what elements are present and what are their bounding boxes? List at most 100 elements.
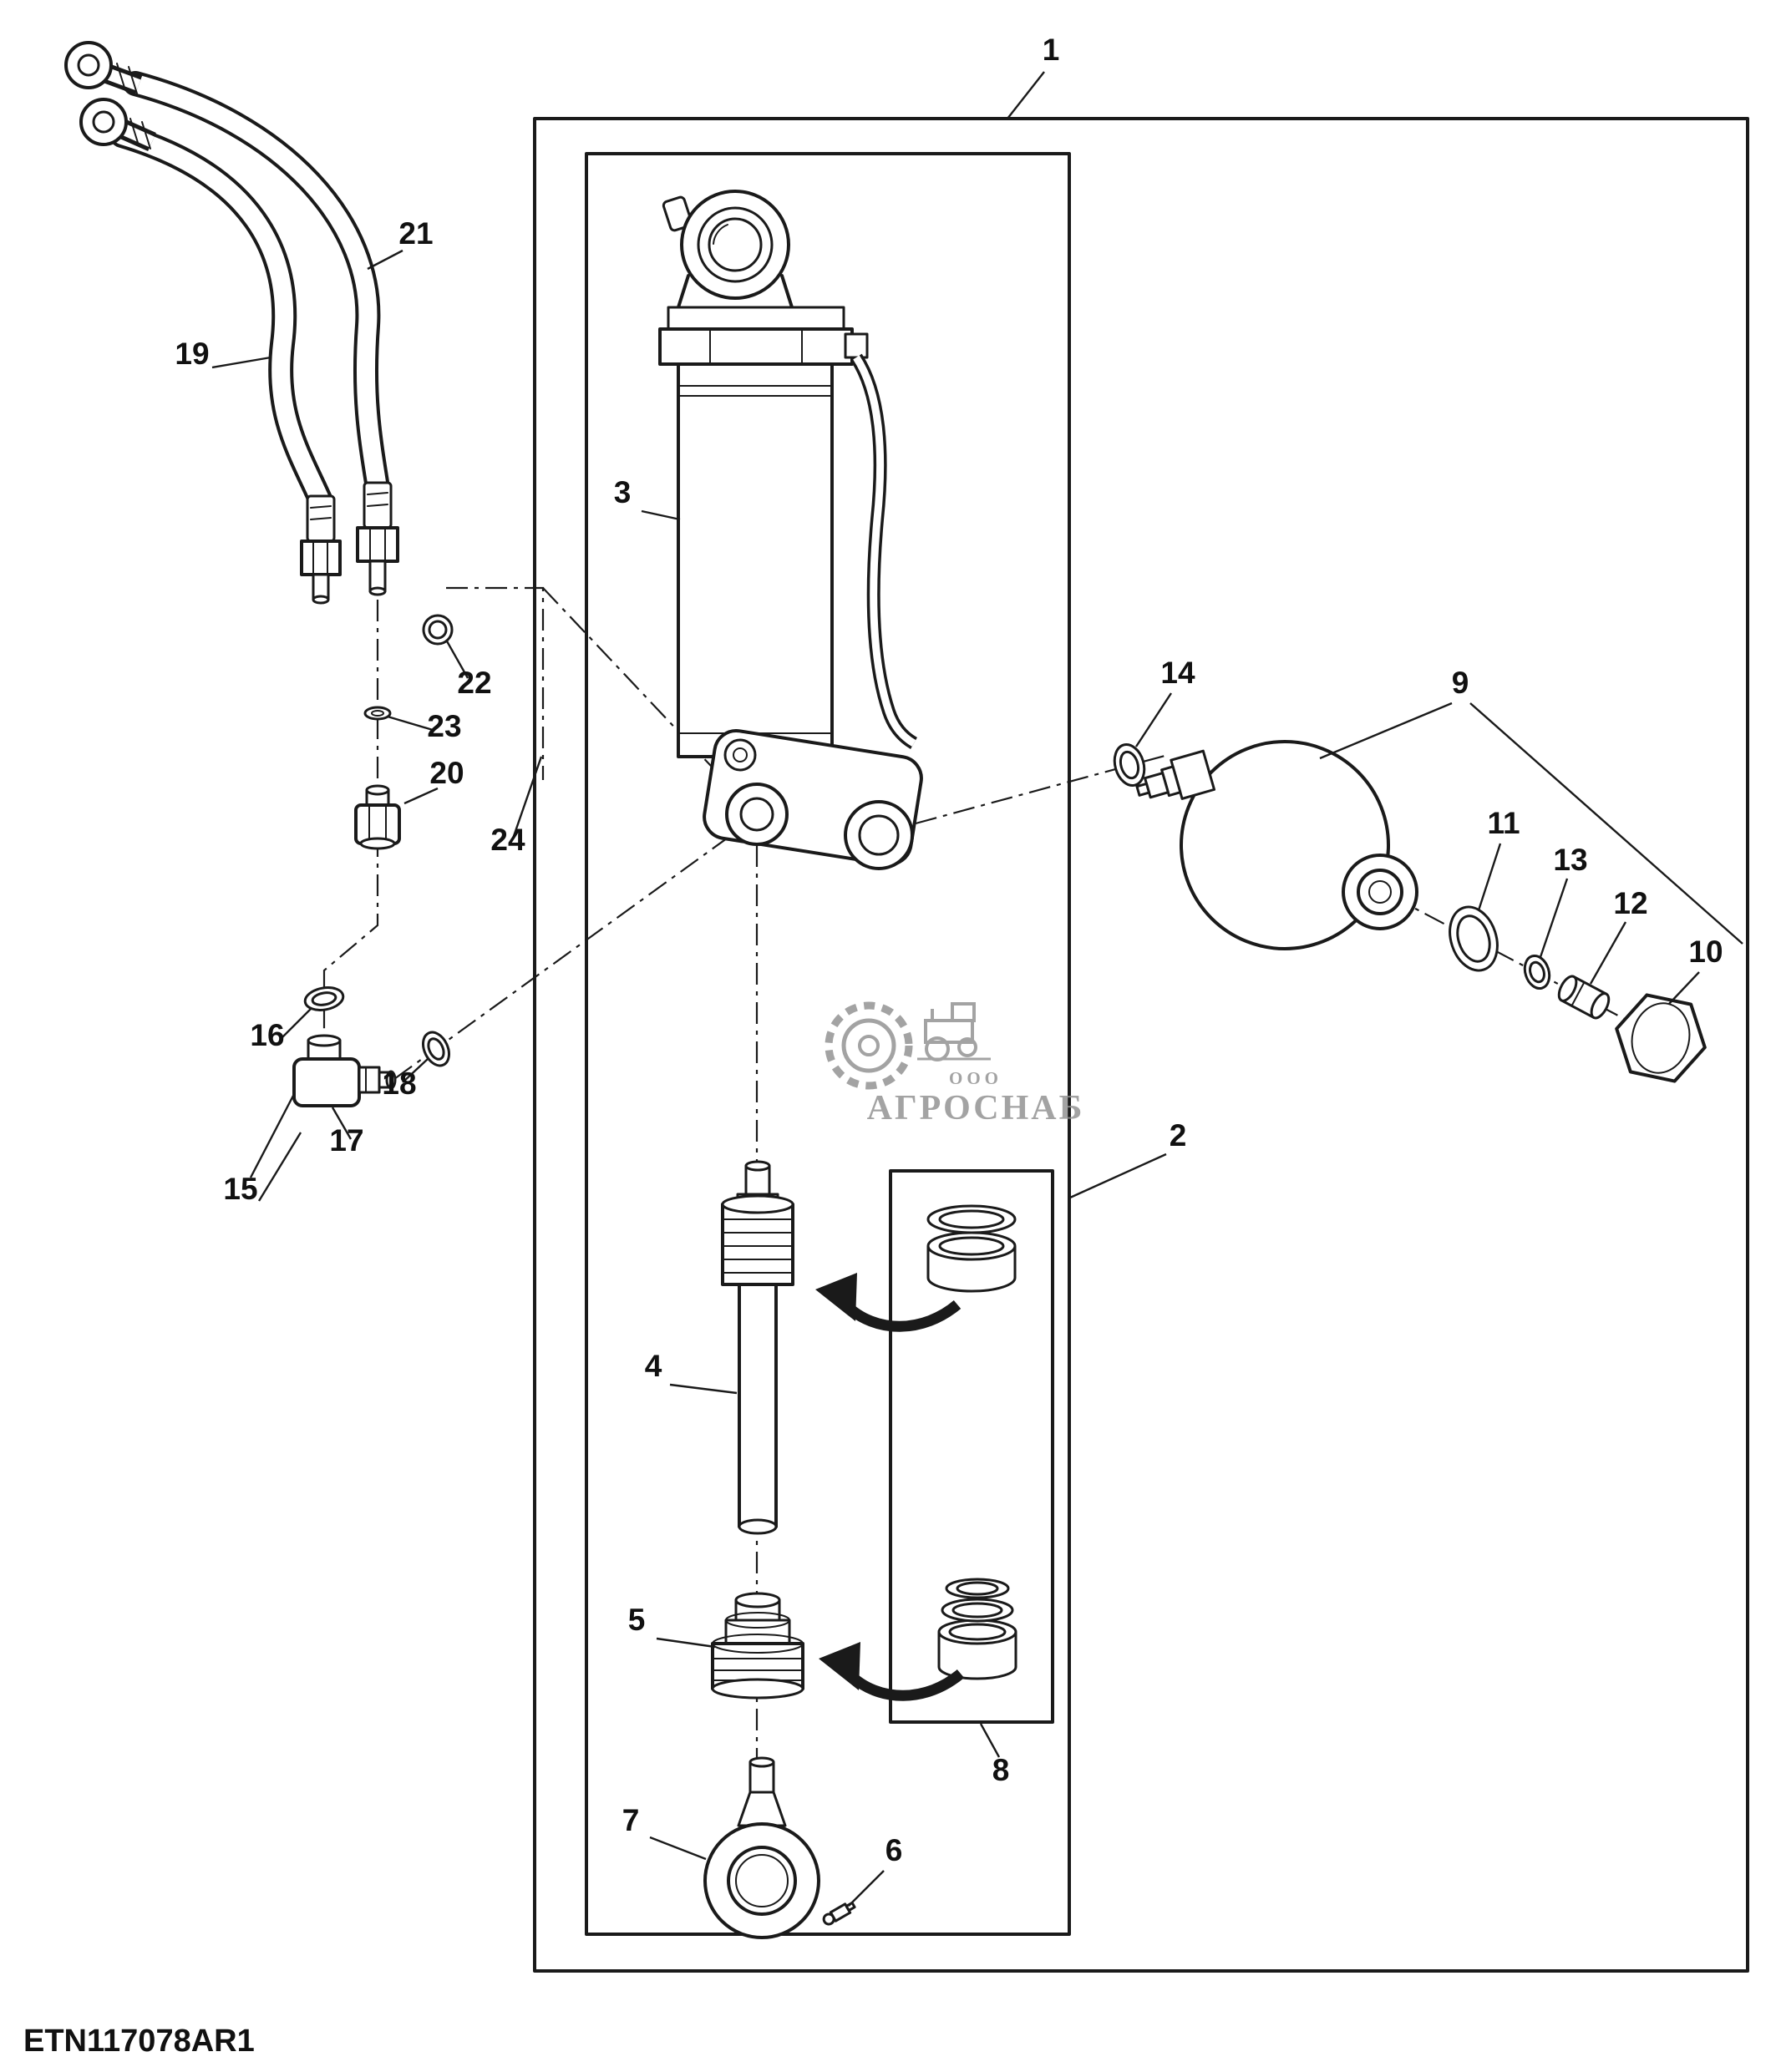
leader-19 — [211, 356, 271, 369]
leader-18 — [402, 1058, 429, 1083]
leader-9b — [1469, 702, 1743, 945]
part-12-fitting — [1557, 975, 1611, 1020]
hose-end-fitting-left — [300, 494, 342, 605]
seal-kit-upper-arrow — [815, 1273, 962, 1332]
part-23-washer — [363, 706, 392, 721]
part-19-21-hydraulic-hoses — [64, 41, 399, 605]
callout-22: 22 — [457, 666, 491, 700]
leader-7 — [649, 1836, 707, 1861]
piston — [721, 1203, 794, 1286]
leader-24 — [511, 756, 543, 839]
callout-5: 5 — [628, 1603, 646, 1637]
part-14-o-ring — [1113, 743, 1146, 787]
centerline-hose-fitting-axis — [322, 600, 379, 1039]
leader-15a — [249, 1093, 296, 1178]
part-18-o-ring — [422, 1031, 450, 1067]
hose-21-core — [126, 74, 387, 497]
watermark-tractor-icon — [917, 1002, 991, 1061]
watermark: ООО АГРОСНАБ — [825, 1001, 1085, 1127]
part-20-adapter-fitting — [354, 784, 401, 850]
accumulator-sphere — [1180, 740, 1390, 950]
part-5-gland — [711, 1592, 804, 1700]
watermark-org-name: АГРОСНАБ — [867, 1089, 1085, 1127]
part-16-o-ring — [303, 986, 345, 1011]
piston-grooves — [722, 1218, 794, 1274]
leader-14 — [1134, 692, 1173, 747]
callout-18: 18 — [382, 1066, 416, 1101]
accumulator-inlet-fitting — [1135, 749, 1216, 800]
centerline-adapter-to-cylinder — [542, 587, 739, 796]
callout-23: 23 — [427, 709, 461, 743]
drawing-code: ETN117078AR1 — [23, 2024, 255, 2059]
part-17-elbow-fitting — [292, 1034, 397, 1107]
leader-15b — [257, 1132, 302, 1202]
part-22-o-ring — [422, 614, 454, 646]
leader-22 — [444, 639, 469, 679]
callout-10: 10 — [1688, 935, 1723, 969]
callout-15: 15 — [223, 1172, 257, 1206]
callout-17: 17 — [329, 1123, 363, 1158]
part-6-grease-fitting — [822, 1901, 856, 1926]
port-b — [844, 800, 914, 870]
callout-19: 19 — [175, 337, 209, 371]
callout-4: 4 — [645, 1349, 662, 1383]
leader-11 — [1477, 843, 1502, 911]
accumulator-port-boss — [1342, 854, 1418, 930]
watermark-gear-icon — [825, 1001, 913, 1090]
part-10-hex-plug — [1615, 993, 1707, 1083]
callout-11: 11 — [1487, 806, 1520, 840]
callout-2: 2 — [1170, 1118, 1187, 1153]
leader-8 — [979, 1723, 1001, 1758]
hose-top-eye-fitting-upper — [64, 41, 143, 95]
part-3-hydraulic-cylinder — [658, 190, 923, 870]
part-7-rod-eye — [703, 1756, 820, 1939]
callout-16: 16 — [250, 1018, 284, 1052]
subassembly-box-2 — [585, 152, 1071, 1936]
leader-5 — [656, 1637, 716, 1649]
leader-lines — [211, 71, 1743, 1907]
seal-kit-box — [889, 1169, 1054, 1724]
watermark-org-prefix: ООО — [949, 1068, 1002, 1088]
leader-6 — [848, 1870, 885, 1907]
leader-13 — [1539, 878, 1569, 958]
callout-12: 12 — [1613, 886, 1647, 920]
leader-17 — [331, 1107, 353, 1140]
callout-14: 14 — [1160, 656, 1195, 690]
leader-16 — [282, 1008, 312, 1038]
leader-12 — [1589, 921, 1627, 985]
leader-10 — [1668, 971, 1700, 1005]
callout-13: 13 — [1553, 843, 1587, 877]
port-a — [725, 783, 789, 846]
callout-1: 1 — [1043, 33, 1060, 67]
leader-9a — [1319, 702, 1453, 760]
part-9-accumulator — [1135, 740, 1418, 950]
part-8-seal-kit — [815, 1169, 1054, 1724]
head-cap — [658, 327, 854, 366]
assembly-box-1 — [533, 117, 1749, 1973]
leader-23 — [387, 715, 434, 732]
head-cap-band — [667, 306, 845, 331]
centerline-elbow-to-port — [393, 824, 746, 1080]
leader-4 — [669, 1383, 738, 1395]
part-13-washer — [1523, 954, 1551, 990]
part-11-o-ring — [1449, 905, 1499, 972]
callout-8: 8 — [992, 1753, 1010, 1787]
callout-3: 3 — [614, 475, 632, 509]
leader-20 — [403, 787, 439, 805]
callout-6: 6 — [885, 1833, 903, 1867]
seal-kit-upper-stack — [926, 1204, 1017, 1293]
callout-labels: 1 2 3 4 5 6 7 8 9 10 11 12 13 14 15 16 1… — [175, 33, 1723, 1867]
callout-20: 20 — [429, 756, 464, 790]
cylinder-barrel — [677, 362, 834, 758]
rod-shaft — [738, 1283, 778, 1528]
leader-1 — [1007, 71, 1045, 119]
seal-kit-lower-arrow — [819, 1642, 965, 1701]
hose-19-core — [113, 126, 330, 510]
leader-21 — [367, 249, 403, 271]
leader-2 — [1069, 1153, 1167, 1199]
callout-7: 7 — [622, 1803, 640, 1837]
tube-fitting — [844, 332, 869, 359]
hose-top-eye-fitting-lower — [79, 98, 156, 151]
